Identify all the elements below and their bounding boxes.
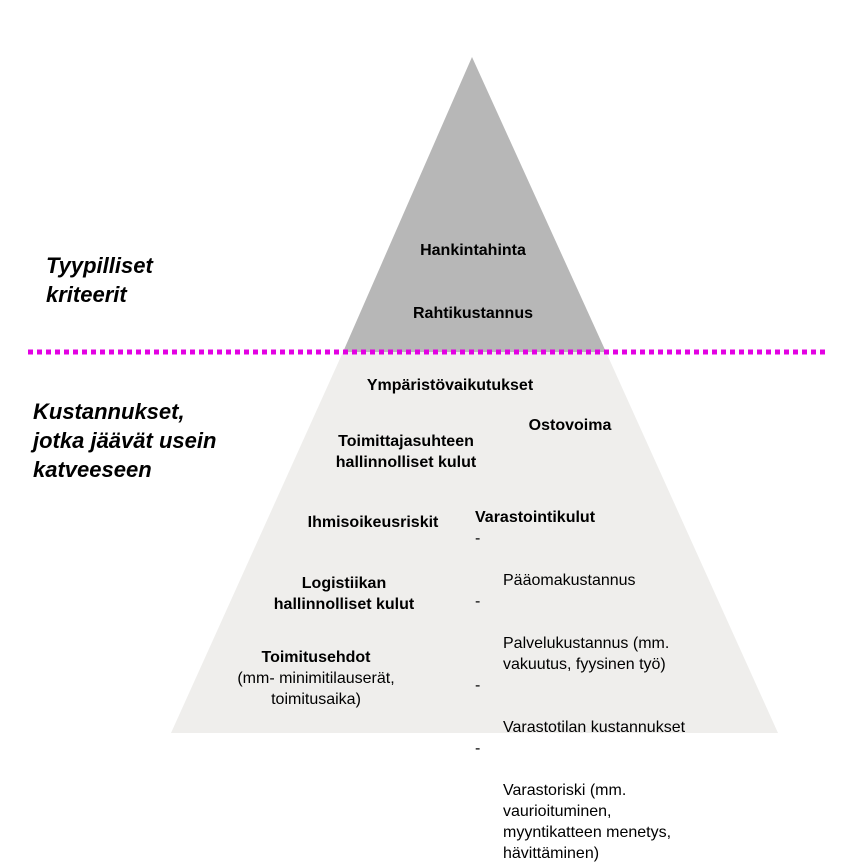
list-item: - Pääomakustannus [475,528,755,591]
label-hankintahinta: Hankintahinta [420,242,526,259]
varastointikulut-list: - Pääomakustannus - Palvelukustannus (mm… [475,528,755,864]
list-dash: - [475,677,481,694]
label-logistiikan-kulut: Logistiikan hallinnolliset kulut [273,575,415,613]
list-item-text: Pääomakustannus [503,572,636,589]
list-dash: - [475,530,481,547]
list-item: - Palvelukustannus (mm. vakuutus, fyysin… [475,591,755,675]
label-ymparistovaikutukset: Ympäristövaikutukset [366,377,534,394]
label-rahtikustannus: Rahtikustannus [412,305,533,322]
list-dash: - [475,740,481,757]
list-dash: - [475,593,481,610]
pyramid-diagram [28,57,826,733]
label-toimittajasuhteen-kulut: Toimittajasuhteen hallinnolliset kulut [335,433,477,471]
label-ostovoima: Ostovoima [528,417,612,434]
varastointikulut-title: Varastointikulut [475,509,596,526]
list-item-text: Varastoriski (mm. vaurioituminen, myynti… [503,782,672,862]
list-item: - Varastoriski (mm. vaurioituminen, myyn… [475,738,755,864]
pyramid-bottom-section [171,352,778,733]
note-toimitusehdot: (mm- minimitilauserät, toimitusaika) [237,670,395,708]
pyramid-top-section [343,57,606,352]
label-ihmisoikeusriskit: Ihmisoikeusriskit [307,514,439,531]
list-item-text: Varastotilan kustannukset [503,719,686,736]
label-toimitusehdot: Toimitusehdot [261,649,371,666]
varastointikulut-block: Varastointikulut - Pääomakustannus - Pal… [475,507,755,864]
side-label-typical-criteria: Tyypilliset kriteerit [46,253,153,307]
side-label-hidden-costs: Kustannukset, jotka jäävät usein katvees… [33,399,217,482]
list-item-text: Palvelukustannus (mm. vakuutus, fyysinen… [503,635,670,673]
list-item: - Varastotilan kustannukset [475,675,755,738]
